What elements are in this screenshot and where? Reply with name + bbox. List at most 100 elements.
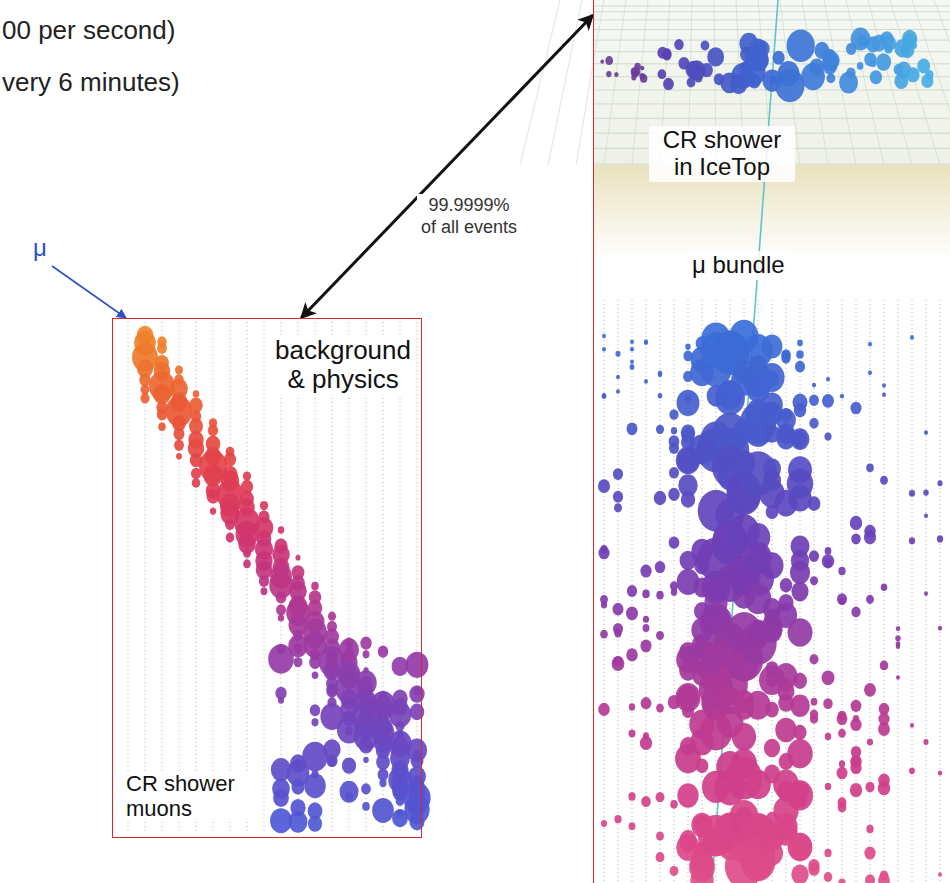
dom-hit — [669, 409, 678, 419]
dom-hit — [780, 408, 792, 422]
dom-hit — [598, 479, 610, 493]
dom-hit — [598, 547, 609, 560]
dom-hit — [773, 51, 785, 65]
dom-hit — [876, 53, 891, 70]
dom-hit — [764, 739, 780, 758]
dom-hit — [787, 30, 815, 63]
dom-hit — [278, 614, 284, 621]
dom-hit — [680, 834, 696, 853]
dom-hit — [345, 637, 354, 647]
dom-hit — [909, 537, 915, 544]
dom-hit — [824, 433, 831, 441]
dom-hit — [825, 733, 831, 740]
dom-hit — [669, 536, 680, 548]
dom-hit — [790, 561, 810, 584]
dom-hit — [644, 379, 648, 384]
dom-hit — [656, 631, 664, 640]
dom-hit — [643, 624, 650, 632]
event-panel: background & physicsCR shower muons — [112, 318, 422, 838]
dom-hit — [392, 780, 408, 798]
icetop-surface — [520, 0, 950, 260]
dom-hit — [896, 626, 900, 631]
dom-hit — [272, 778, 290, 798]
dom-hit — [838, 567, 845, 576]
dom-hit — [628, 792, 635, 800]
dom-hit — [407, 739, 427, 762]
dom-hit — [851, 533, 860, 544]
dom-hit — [362, 802, 370, 811]
dom-hit — [878, 781, 891, 795]
dom-hit — [921, 74, 933, 88]
dom-hit — [261, 587, 268, 595]
dom-hit — [140, 393, 149, 403]
dom-hit — [788, 833, 812, 861]
dom-hit — [606, 71, 611, 77]
dom-hit — [678, 685, 699, 709]
dom-hit — [614, 503, 622, 512]
dom-hit — [851, 700, 862, 712]
panel-heading: CR shower in IceTop — [649, 126, 795, 182]
dom-hit — [658, 373, 662, 378]
dom-hit — [361, 783, 371, 794]
dom-hit — [378, 646, 389, 658]
dom-hit — [616, 375, 620, 380]
detector-strings — [604, 300, 940, 883]
dom-hit — [677, 390, 700, 416]
dom-hit — [640, 639, 651, 652]
dom-hit — [810, 654, 819, 664]
dom-hit — [409, 685, 424, 703]
dom-hit — [857, 62, 864, 70]
dom-hit — [759, 363, 784, 392]
dom-hit — [341, 671, 357, 689]
dom-hit — [824, 849, 831, 857]
dom-hit — [878, 873, 890, 883]
dom-hit — [684, 394, 692, 403]
dom-hit — [157, 343, 167, 354]
dom-hit — [643, 616, 649, 623]
dom-hit — [895, 635, 900, 641]
dom-hit — [614, 72, 618, 77]
dom-hit — [812, 383, 816, 388]
dom-hit — [777, 681, 794, 701]
dom-hit — [882, 392, 886, 397]
panel-caption: CR shower muons — [123, 771, 261, 822]
dom-hit — [882, 35, 896, 51]
dom-hit — [701, 41, 710, 51]
dom-hit — [627, 423, 638, 436]
dom-hit — [837, 593, 847, 605]
dom-hit — [909, 490, 915, 497]
dom-hit — [243, 549, 251, 558]
dom-hit — [797, 340, 803, 347]
dom-hit — [304, 632, 327, 658]
dom-hit — [938, 771, 942, 776]
dom-hit — [669, 435, 680, 447]
dom-hit — [641, 697, 652, 709]
dom-hit — [363, 650, 370, 658]
dom-hit — [291, 779, 304, 794]
panel-caption: μ bundle — [689, 251, 788, 280]
dom-hit — [640, 565, 651, 578]
slide-bullet-text: 00 per second) — [2, 16, 175, 46]
event-panel: CR shower in IceTop μ bundle — [593, 0, 950, 883]
dom-hit — [791, 782, 809, 803]
dom-hit — [850, 761, 861, 774]
dom-hit — [630, 347, 634, 352]
dom-hit — [825, 547, 832, 555]
dom-hit — [372, 798, 394, 823]
dom-hit — [328, 612, 336, 621]
slide-bullet-text: very 6 minutes) — [2, 68, 180, 98]
dom-hit — [882, 383, 886, 388]
dom-hit — [838, 797, 847, 807]
dom-hit — [389, 702, 411, 728]
dom-hit — [293, 657, 302, 667]
dom-hit — [791, 582, 808, 602]
dom-hit — [175, 365, 183, 374]
dom-hit — [868, 371, 872, 376]
dom-hit — [380, 735, 387, 743]
dom-hit — [788, 833, 812, 861]
dom-hit — [824, 51, 839, 69]
dom-hit — [864, 683, 876, 697]
